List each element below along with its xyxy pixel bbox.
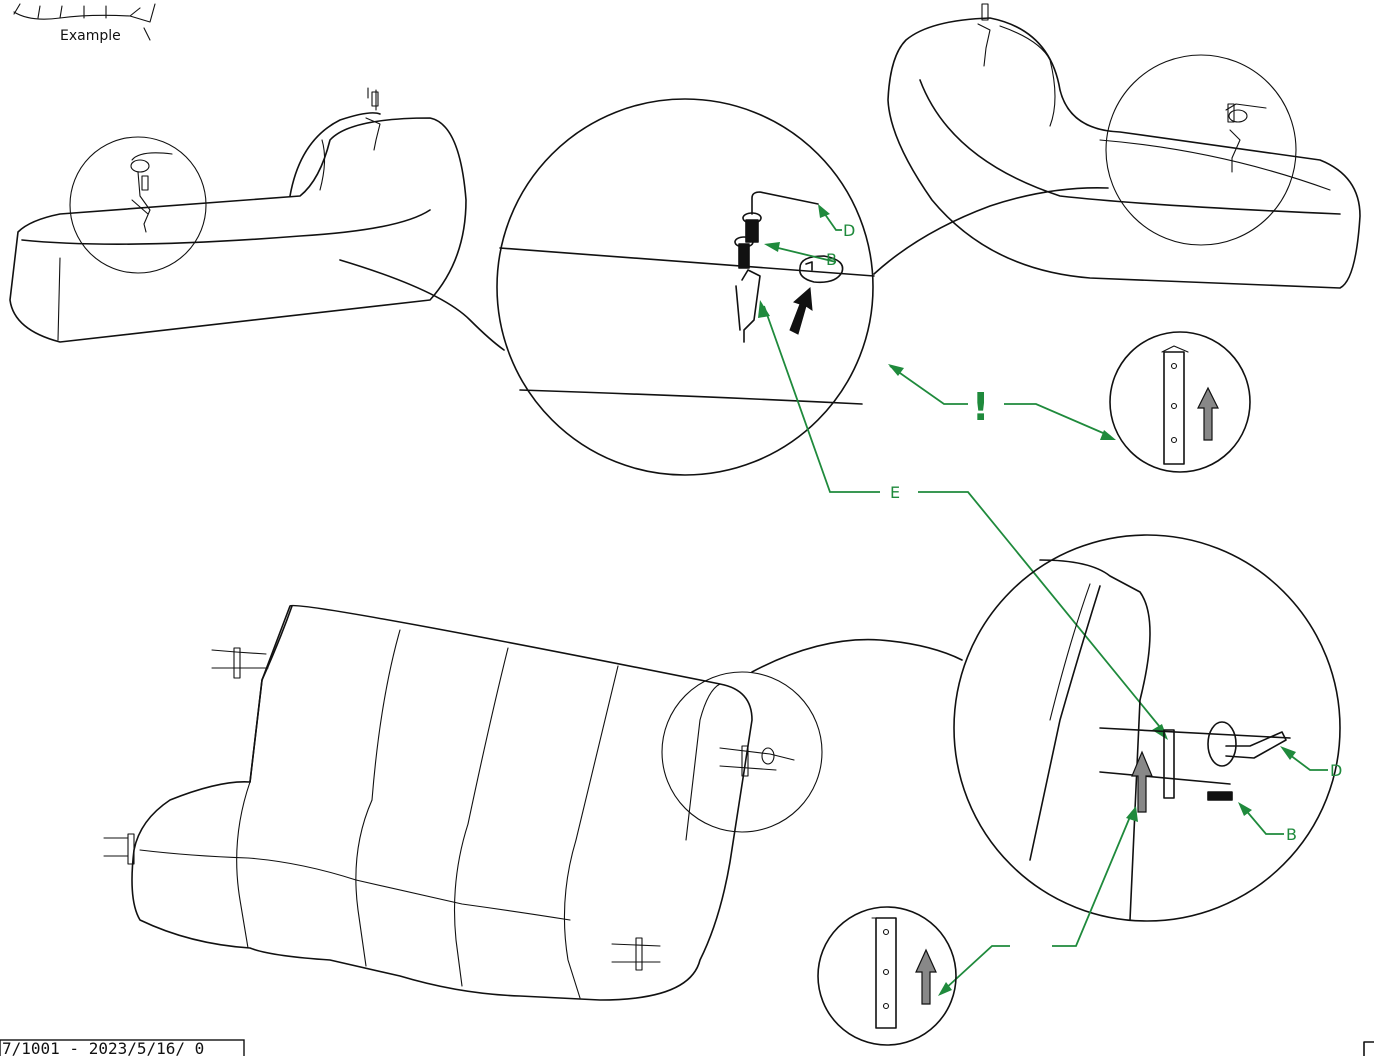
footer-box [0, 1039, 245, 1056]
detail-circle-bottom-right [953, 534, 1341, 922]
footer-code: 7/1001 - 2023/5/16/ 0 [2, 1039, 204, 1056]
label-e: E [890, 483, 900, 502]
callout-b-bottom: B [1238, 802, 1297, 844]
example-caption: Example [60, 28, 121, 44]
detail-circle-bottom [661, 671, 823, 833]
label-b-bottom: B [1286, 825, 1297, 844]
connector-assembly-center [734, 191, 844, 343]
black-push-arrow [789, 286, 813, 335]
gray-up-arrow-upper [1197, 386, 1219, 441]
strip-detail-circle-lower [817, 906, 957, 1046]
gray-up-arrow-bottom-right [1131, 750, 1153, 813]
connector-group-top-right [365, 87, 381, 151]
strip-detail-circle-upper [1109, 331, 1251, 473]
warning-symbol: ! [972, 385, 989, 429]
detail-circle-small-right [1105, 54, 1297, 246]
gray-up-arrow-lower [915, 948, 937, 1005]
warning-callout: ! [888, 364, 1116, 440]
connector-group-bottom-left [103, 647, 661, 971]
corner-mark [1363, 1041, 1374, 1056]
connector-group-top-left [977, 3, 991, 67]
callout-d-bottom: D [1280, 746, 1342, 780]
connector-group-left [130, 152, 173, 233]
sofa-view-top-left [9, 87, 505, 351]
example-thumbnail: Example [13, 3, 156, 44]
sofa-view-top-right [873, 3, 1361, 289]
footer: 7/1001 - 2023/5/16/ 0 [0, 1039, 1374, 1056]
label-d-bottom: D [1330, 761, 1342, 780]
connector-group-bottom-right [719, 745, 795, 777]
detail-circle-small-left [69, 136, 207, 274]
strip-callout-lower [938, 806, 1138, 996]
callout-e: E [758, 300, 1168, 740]
callout-b-center: B [764, 242, 837, 269]
label-b-center: B [826, 250, 837, 269]
sofa-view-bottom [103, 604, 963, 1001]
connector-group-right [1225, 103, 1267, 173]
callout-d-center: D [818, 204, 855, 240]
detail-circle-center [496, 98, 875, 476]
label-d-center: D [843, 221, 855, 240]
connector-assembly-bottom-right [1099, 721, 1291, 801]
